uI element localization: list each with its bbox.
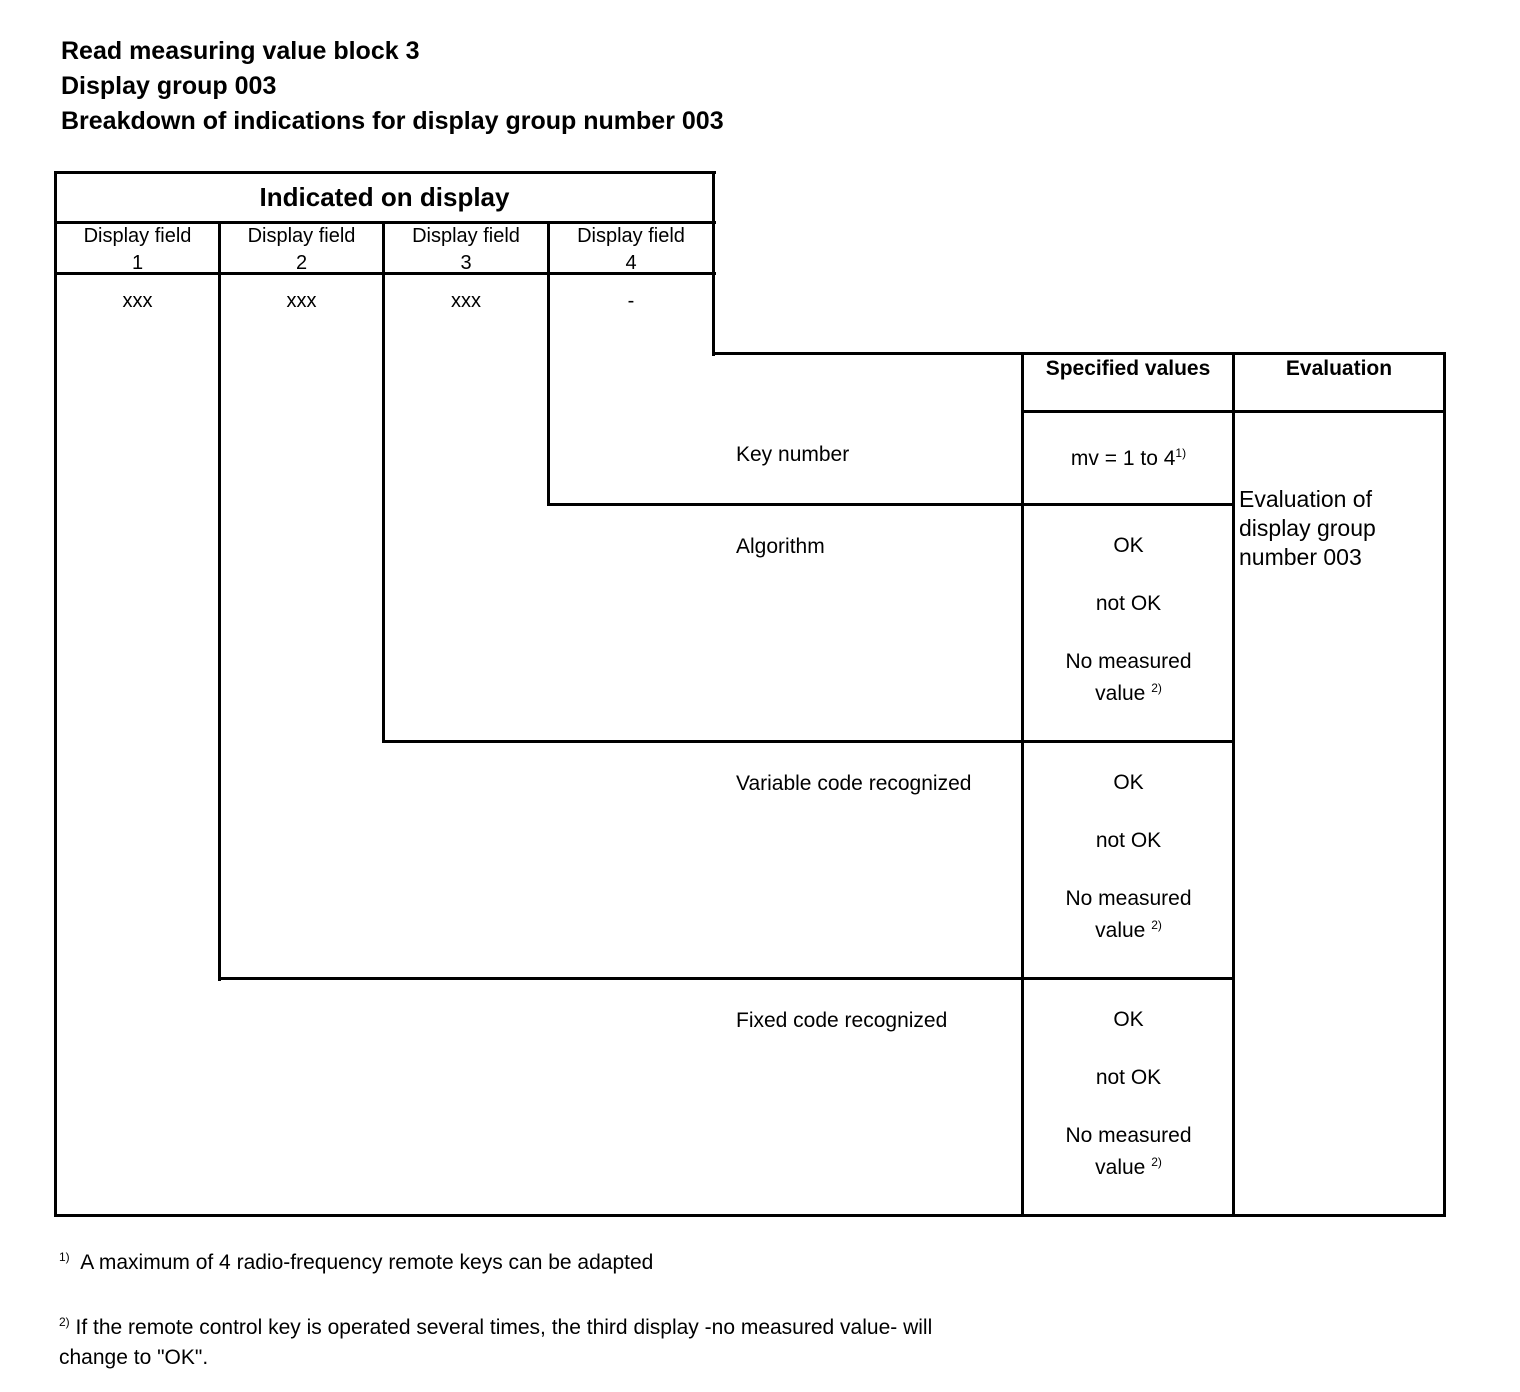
spec-key-number: mv = 1 to 41)	[1070, 446, 1187, 470]
spec-no-measured: No measured	[1065, 650, 1192, 673]
row-label-variable-code: Variable code recognized	[736, 772, 972, 795]
spec-algorithm: OK not OK No measured value 2)	[1023, 530, 1234, 710]
evaluation-text: Evaluation of display group number 003	[1239, 486, 1376, 570]
spec-not-ok: not OK	[1095, 1066, 1162, 1089]
spec-variable-code: OK not OK No measured value 2)	[1023, 767, 1234, 947]
indicated-on-display-header: Indicated on display	[259, 182, 510, 212]
row-label-fixed-code: Fixed code recognized	[736, 1009, 948, 1032]
spec-ok: OK	[1113, 534, 1144, 557]
row-label-algorithm: Algorithm	[736, 535, 825, 558]
title-display-group: Display group 003	[61, 72, 277, 100]
spec-no-measured: No measured	[1065, 887, 1192, 910]
display-field-4-value: -	[627, 290, 635, 312]
title-breakdown: Breakdown of indications for display gro…	[61, 107, 724, 135]
display-field-1-value: xxx	[122, 290, 153, 312]
row-label-key-number: Key number	[736, 443, 850, 466]
spec-ok: OK	[1113, 771, 1144, 794]
display-field-2-value: xxx	[286, 290, 317, 312]
spec-not-ok: not OK	[1095, 592, 1162, 615]
spec-ok: OK	[1113, 1008, 1144, 1031]
evaluation-header: Evaluation	[1285, 357, 1393, 380]
specified-values-header: Specified values	[1045, 357, 1211, 380]
title-block-3: Read measuring value block 3	[61, 37, 420, 65]
spec-fixed-code: OK not OK No measured value 2)	[1023, 1004, 1234, 1184]
spec-not-ok: not OK	[1095, 829, 1162, 852]
footnote-1: 1) A maximum of 4 radio-frequency remote…	[59, 1250, 654, 1274]
footnote-2: 2) If the remote control key is operated…	[59, 1315, 933, 1369]
display-field-3-value: xxx	[451, 290, 481, 312]
spec-no-measured: No measured	[1065, 1124, 1192, 1147]
